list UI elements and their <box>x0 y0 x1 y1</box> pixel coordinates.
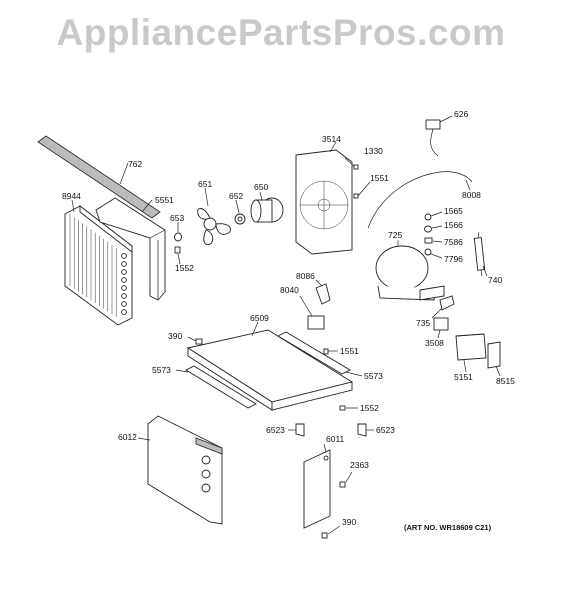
part-735-overload <box>431 295 455 319</box>
label-3508: 3508 <box>425 338 444 348</box>
label-735: 735 <box>416 318 430 328</box>
label-1552-lower: 1552 <box>360 403 379 413</box>
label-8008: 8008 <box>462 190 481 200</box>
label-7586: 7586 <box>444 237 463 247</box>
label-740: 740 <box>488 275 502 285</box>
label-6523-right: 6523 <box>376 425 395 435</box>
label-651: 651 <box>198 179 212 189</box>
condenser-tube-bend <box>121 301 127 307</box>
part-6523-clip-left <box>288 423 305 437</box>
label-653: 653 <box>170 213 184 223</box>
part-653-grommet <box>174 222 182 242</box>
label-5573-right: 5573 <box>364 371 383 381</box>
label-650: 650 <box>254 182 268 192</box>
part-8008-tube <box>367 171 473 229</box>
label-5551: 5551 <box>155 195 174 205</box>
part-1566-grommet <box>424 225 443 233</box>
part-1551-screw <box>353 181 371 199</box>
part-5573-rail-right <box>277 331 363 377</box>
label-6011: 6011 <box>326 434 345 444</box>
label-2363: 2363 <box>350 460 369 470</box>
part-5573-rail-left <box>175 365 257 409</box>
label-7796: 7796 <box>444 254 463 264</box>
label-1565: 1565 <box>444 206 463 216</box>
label-652: 652 <box>229 191 243 201</box>
part-762-insulation-strip <box>37 135 161 219</box>
condenser-tube-bend <box>121 285 127 291</box>
label-5151: 5151 <box>454 372 473 382</box>
part-390-screw <box>187 336 203 345</box>
condenser-tube-bend <box>121 277 127 283</box>
label-1566: 1566 <box>444 220 463 230</box>
part-650-fan-motor <box>250 191 284 223</box>
part-651-fan-blade <box>197 187 232 246</box>
part-8040-relay-box <box>299 295 325 330</box>
watermark-text: AppliancePartsPros.com <box>56 12 506 53</box>
label-725: 725 <box>388 230 402 240</box>
part-1552-lower-screw <box>339 405 358 411</box>
label-8040: 8040 <box>280 285 299 295</box>
part-6509-base-pan <box>186 321 354 411</box>
label-762: 762 <box>128 159 142 169</box>
label-626: 626 <box>454 109 468 119</box>
condenser-tube-bend <box>121 293 127 299</box>
part-6012-front-panel <box>137 415 223 525</box>
part-390-lower-screw <box>321 525 341 539</box>
part-5551-shroud <box>95 197 166 301</box>
label-390-lower: 390 <box>342 517 356 527</box>
condenser-tube-bend <box>121 269 127 275</box>
part-6011-plate <box>303 443 331 529</box>
part-1552-screw <box>174 246 181 265</box>
part-8944-condenser <box>64 199 133 326</box>
part-6523-clip-right <box>357 423 374 437</box>
label-8944: 8944 <box>62 191 81 201</box>
part-652-retainer <box>234 199 246 225</box>
label-6509: 6509 <box>250 313 269 323</box>
part-3508-start-relay <box>433 317 449 339</box>
part-3514-fan-bracket <box>295 141 353 255</box>
part-5151-capacitor <box>455 333 487 373</box>
label-1551-lower: 1551 <box>340 346 359 356</box>
condenser-tube-bend <box>121 309 127 315</box>
label-1552-upper: 1552 <box>175 263 194 273</box>
label-1551-upper: 1551 <box>370 173 389 183</box>
label-6012: 6012 <box>118 432 137 442</box>
condenser-tube-bend <box>121 261 127 267</box>
condenser-tube-bend <box>121 253 127 259</box>
part-1330-screw <box>344 157 359 170</box>
part-number-labels: 762 8944 5551 651 652 650 653 1552 3514 … <box>62 109 515 532</box>
label-8086: 8086 <box>296 271 315 281</box>
part-1551-base-screw <box>323 348 338 355</box>
label-8515: 8515 <box>496 376 515 386</box>
label-1330: 1330 <box>364 146 383 156</box>
part-2363-screw <box>339 471 353 488</box>
part-740-drier <box>473 231 488 277</box>
part-7796-sleeve <box>424 248 443 259</box>
part-1565-grommet <box>424 211 443 221</box>
part-8086-bracket <box>315 279 331 305</box>
label-5573-left: 5573 <box>152 365 171 375</box>
part-725-compressor <box>375 240 445 301</box>
part-7586-clip <box>424 237 443 244</box>
art-number: (ART NO. WR18609 C21) <box>404 523 492 532</box>
label-3514: 3514 <box>322 134 341 144</box>
label-6523-left: 6523 <box>266 425 285 435</box>
label-390-upper: 390 <box>168 331 182 341</box>
part-8515-bracket <box>487 341 501 377</box>
part-626-probe <box>425 115 453 157</box>
